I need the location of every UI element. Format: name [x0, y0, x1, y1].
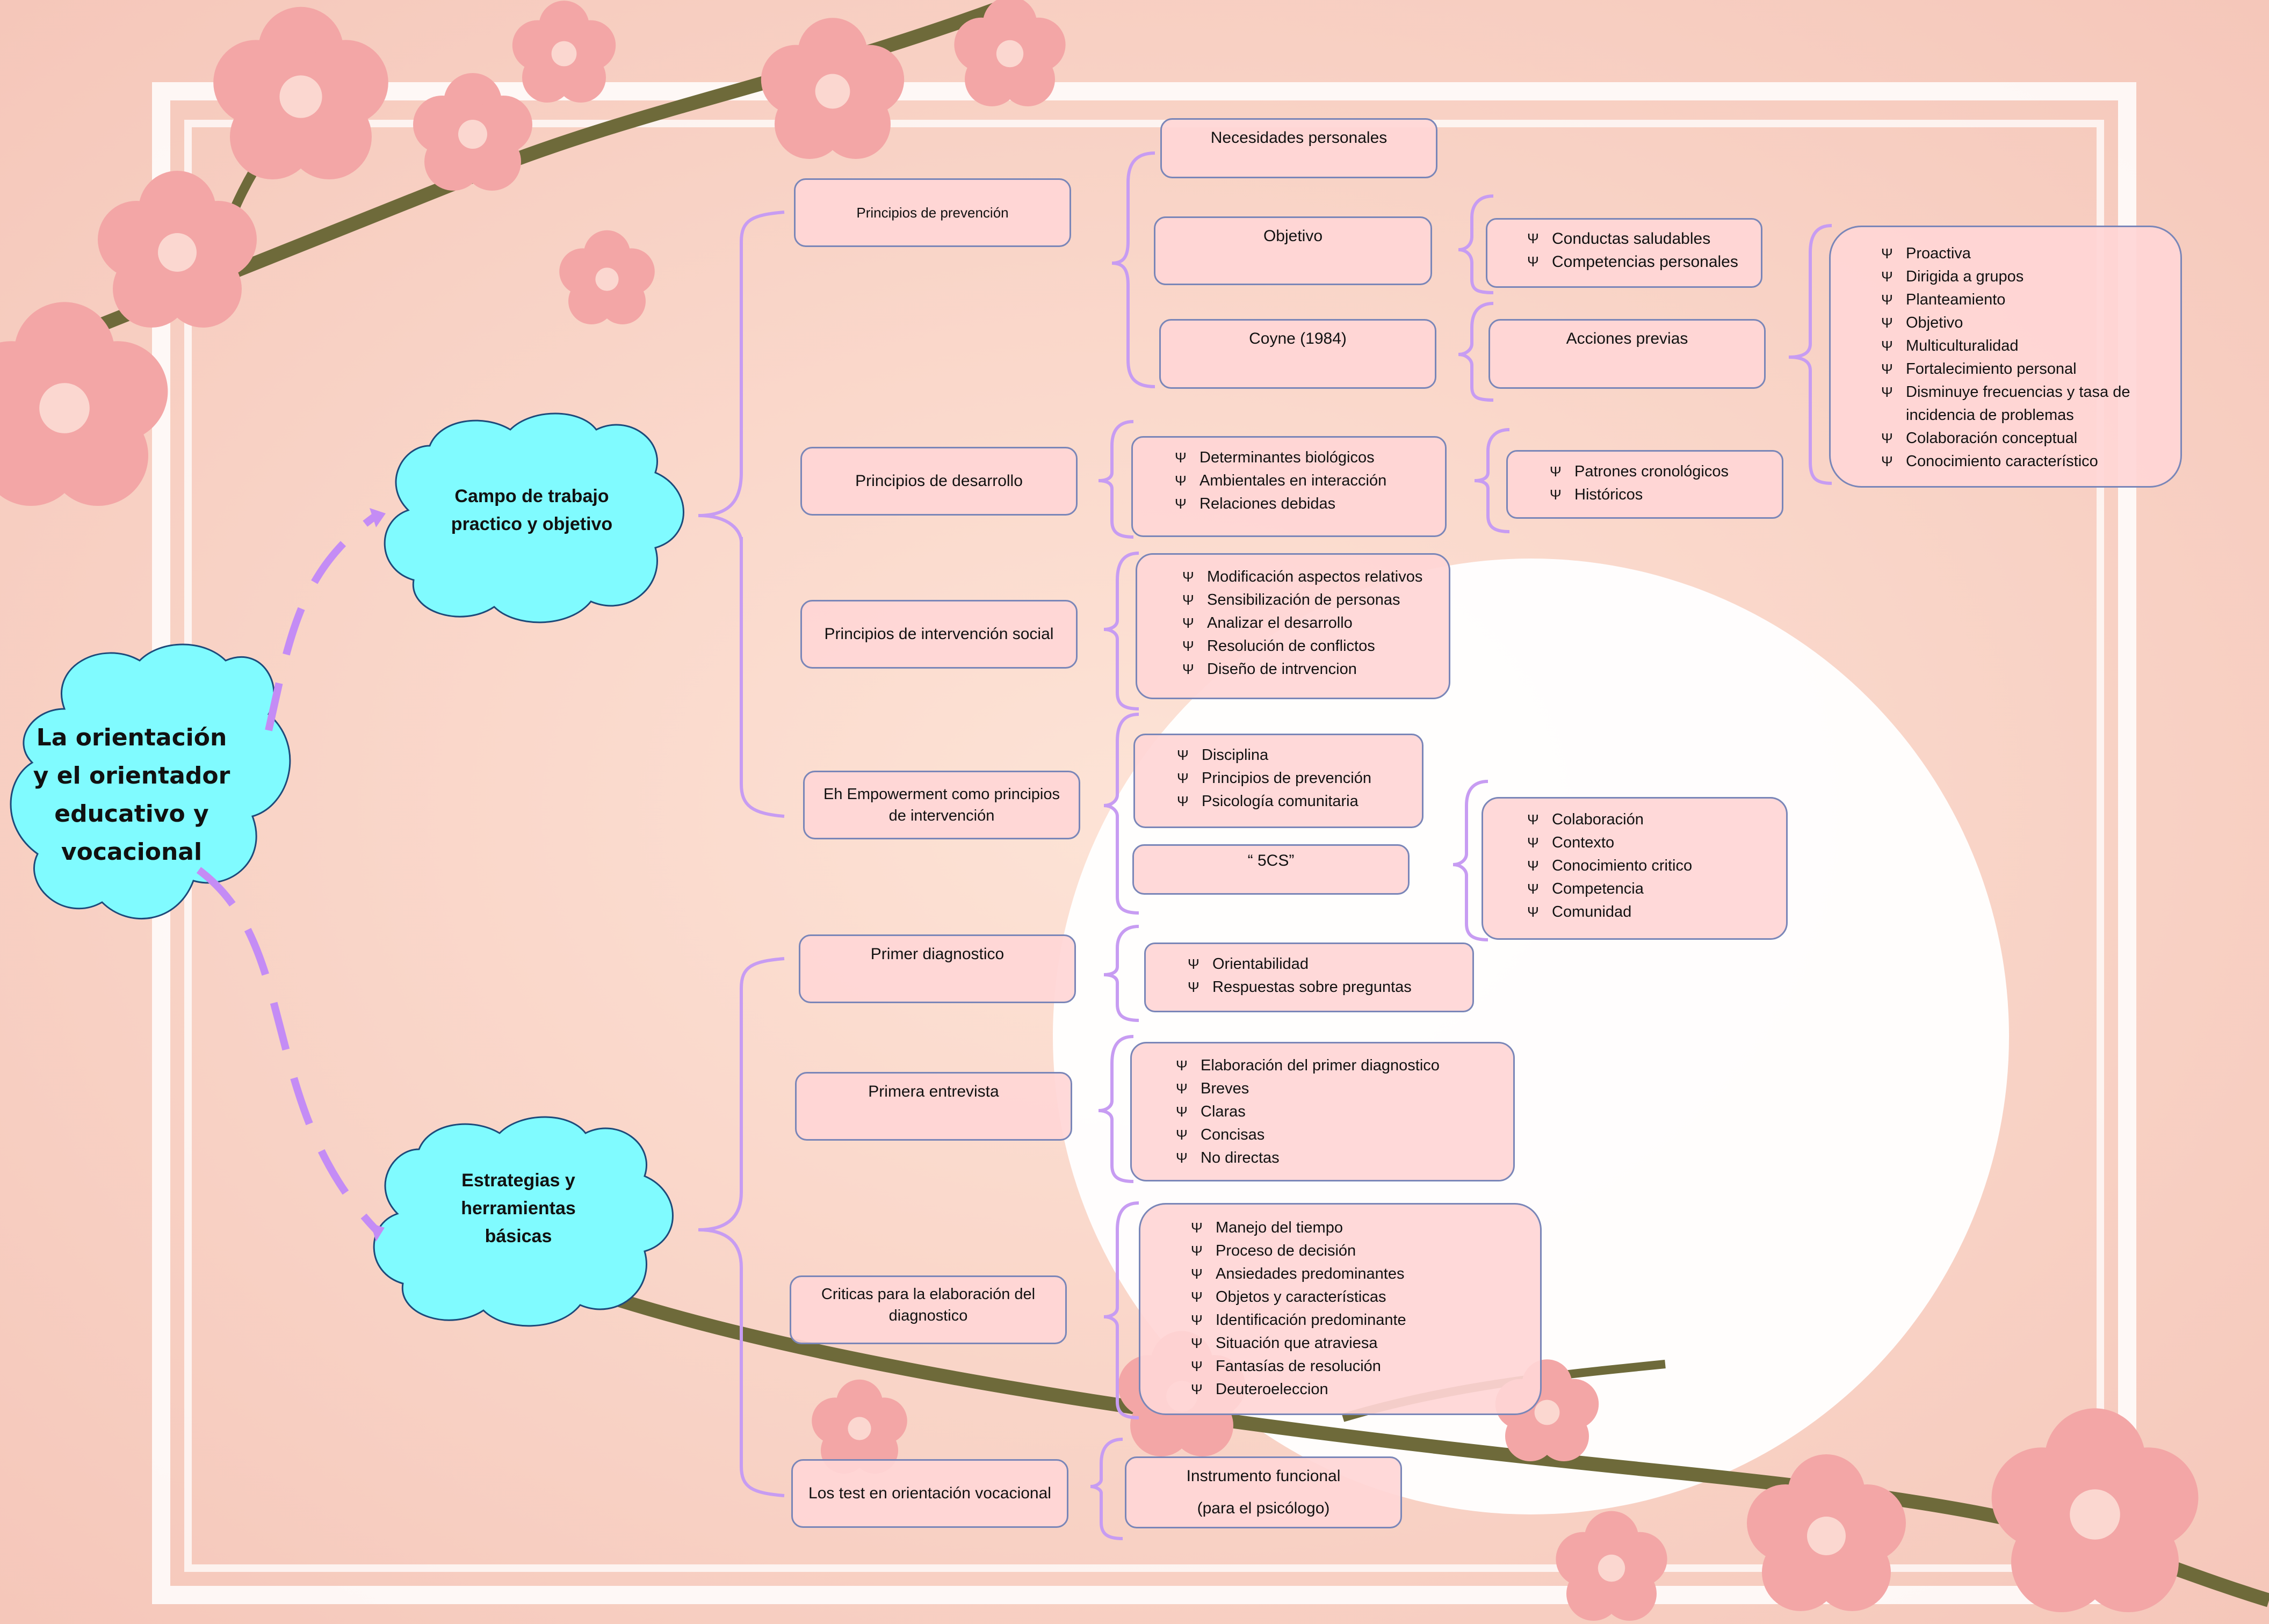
node-principios-desarrollo-label: Principios de desarrollo — [855, 472, 1023, 490]
list-item: Planteamiento — [1881, 288, 2164, 311]
list-item: Manejo del tiempo — [1191, 1216, 1524, 1239]
list-item: Relaciones debidas — [1175, 492, 1429, 516]
list-item: Proactiva — [1881, 242, 2164, 265]
list-primer-diagnostico: Orientabilidad Respuestas sobre pregunta… — [1144, 943, 1474, 1012]
node-coyne: Coyne (1984) — [1159, 319, 1436, 389]
list-item: Disciplina — [1177, 744, 1406, 767]
list-item: Proceso de decisión — [1191, 1239, 1524, 1263]
list-item: Contexto — [1527, 831, 1770, 854]
list-item: Objetos y características — [1191, 1286, 1524, 1309]
list-item: Conductas saludables — [1527, 227, 1745, 250]
node-principios-prevencion-label: Principios de prevención — [856, 205, 1009, 221]
list-item: Multiculturalidad — [1881, 335, 2164, 358]
list-item: Fortalecimiento personal — [1881, 358, 2164, 381]
node-empowerment-label: Eh Empowerment como principios de interv… — [823, 786, 1060, 824]
list-item: Situación que atraviesa — [1191, 1332, 1524, 1355]
list-item: Conocimiento critico — [1527, 854, 1770, 878]
node-acciones-label: Acciones previas — [1566, 330, 1688, 347]
list-item: Deuteroeleccion — [1191, 1378, 1524, 1401]
list-item: Elaboración del primer diagnostico — [1176, 1054, 1497, 1077]
list-item: Fantasías de resolución — [1191, 1355, 1524, 1378]
list-item: Disminuye frecuencias y tasa de incidenc… — [1881, 381, 2164, 427]
list-item: Claras — [1176, 1100, 1497, 1123]
node-principios-prevencion: Principios de prevención — [794, 178, 1071, 247]
list-item: No directas — [1176, 1147, 1497, 1170]
node-objetivo-label: Objetivo — [1263, 227, 1323, 245]
list-item: Históricos — [1550, 483, 1766, 506]
list-5cs: Colaboración Contexto Conocimiento criti… — [1482, 797, 1788, 940]
node-coyne-label: Coyne (1984) — [1249, 330, 1347, 347]
list-item: Objetivo — [1881, 311, 2164, 335]
branch-estrategias: Estrategias y herramientas básicas — [430, 1163, 607, 1254]
list-item: Sensibilización de personas — [1182, 589, 1433, 612]
list-criticas: Manejo del tiempo Proceso de decisión An… — [1139, 1203, 1542, 1415]
node-primer-diagnostico-label: Primer diagnostico — [870, 945, 1005, 963]
node-necesidades-label: Necesidades personales — [1210, 129, 1388, 147]
list-intervencion: Modificación aspectos relativos Sensibil… — [1136, 553, 1450, 699]
node-intervencion-social-label: Principios de intervención social — [824, 625, 1054, 643]
central-topic-label: La orientación y el orientador educativo… — [33, 724, 230, 866]
node-instrumento-label: Instrumento funcional — [1186, 1467, 1341, 1485]
node-criticas-diagnostico: Criticas para la elaboración del diagnos… — [790, 1275, 1067, 1344]
list-item: Orientabilidad — [1188, 953, 1456, 976]
node-necesidades-personales: Necesidades personales — [1160, 118, 1437, 178]
list-item: Resolución de conflictos — [1182, 635, 1433, 658]
node-5cs: “ 5CS” — [1132, 844, 1410, 895]
node-empowerment: Eh Empowerment como principios de interv… — [803, 771, 1080, 839]
list-item: Analizar el desarrollo — [1182, 612, 1433, 635]
list-item: Modificación aspectos relativos — [1182, 566, 1433, 589]
list-item: Principios de prevención — [1177, 767, 1406, 790]
node-primera-entrevista-label: Primera entrevista — [868, 1083, 999, 1100]
list-item: Competencias personales — [1527, 250, 1745, 273]
list-item: Diseño de intrvencion — [1182, 658, 1433, 681]
list-objetivo: Conductas saludables Competencias person… — [1486, 218, 1762, 288]
node-principios-desarrollo: Principios de desarrollo — [800, 447, 1078, 516]
node-criticas-label: Criticas para la elaboración del diagnos… — [821, 1286, 1036, 1324]
list-item: Breves — [1176, 1077, 1497, 1100]
list-desarrollo-sub: Patrones cronológicos Históricos — [1506, 450, 1783, 519]
list-item: Identificación predominante — [1191, 1309, 1524, 1332]
node-objetivo: Objetivo — [1154, 216, 1432, 285]
node-primer-diagnostico: Primer diagnostico — [799, 934, 1076, 1003]
node-instrumento-sub: (para el psicólogo) — [1197, 1499, 1330, 1517]
node-acciones-previas: Acciones previas — [1488, 319, 1766, 389]
node-instrumento-funcional: Instrumento funcional (para el psicólogo… — [1125, 1456, 1402, 1528]
list-acciones-previas: Proactiva Dirigida a grupos Planteamient… — [1829, 226, 2182, 488]
list-item: Ansiedades predominantes — [1191, 1263, 1524, 1286]
list-item: Colaboración conceptual — [1881, 427, 2164, 450]
list-item: Determinantes biológicos — [1175, 446, 1429, 469]
list-item: Conocimiento característico — [1881, 450, 2164, 473]
branch-estrategias-label: Estrategias y herramientas básicas — [461, 1170, 576, 1246]
list-item: Colaboración — [1527, 808, 1770, 831]
list-item: Psicología comunitaria — [1177, 790, 1406, 813]
branch-campo: Campo de trabajo practico y objetivo — [419, 473, 645, 548]
list-item: Patrones cronológicos — [1550, 460, 1766, 483]
node-test-orientacion: Los test en orientación vocacional — [791, 1459, 1068, 1528]
node-5cs-label: “ 5CS” — [1247, 852, 1295, 869]
list-item: Concisas — [1176, 1123, 1497, 1147]
node-intervencion-social: Principios de intervención social — [800, 600, 1078, 669]
node-primera-entrevista: Primera entrevista — [795, 1072, 1072, 1141]
central-topic: La orientación y el orientador educativo… — [32, 693, 231, 897]
list-item: Dirigida a grupos — [1881, 265, 2164, 288]
list-primera-entrevista: Elaboración del primer diagnostico Breve… — [1130, 1042, 1515, 1181]
list-item: Competencia — [1527, 878, 1770, 901]
list-empowerment: Disciplina Principios de prevención Psic… — [1133, 734, 1423, 828]
node-test-label: Los test en orientación vocacional — [808, 1484, 1051, 1502]
list-desarrollo: Determinantes biológicos Ambientales en … — [1131, 436, 1447, 537]
list-item: Comunidad — [1527, 901, 1770, 924]
list-item: Respuestas sobre preguntas — [1188, 976, 1456, 999]
branch-campo-label: Campo de trabajo practico y objetivo — [451, 486, 613, 534]
list-item: Ambientales en interacción — [1175, 469, 1429, 492]
